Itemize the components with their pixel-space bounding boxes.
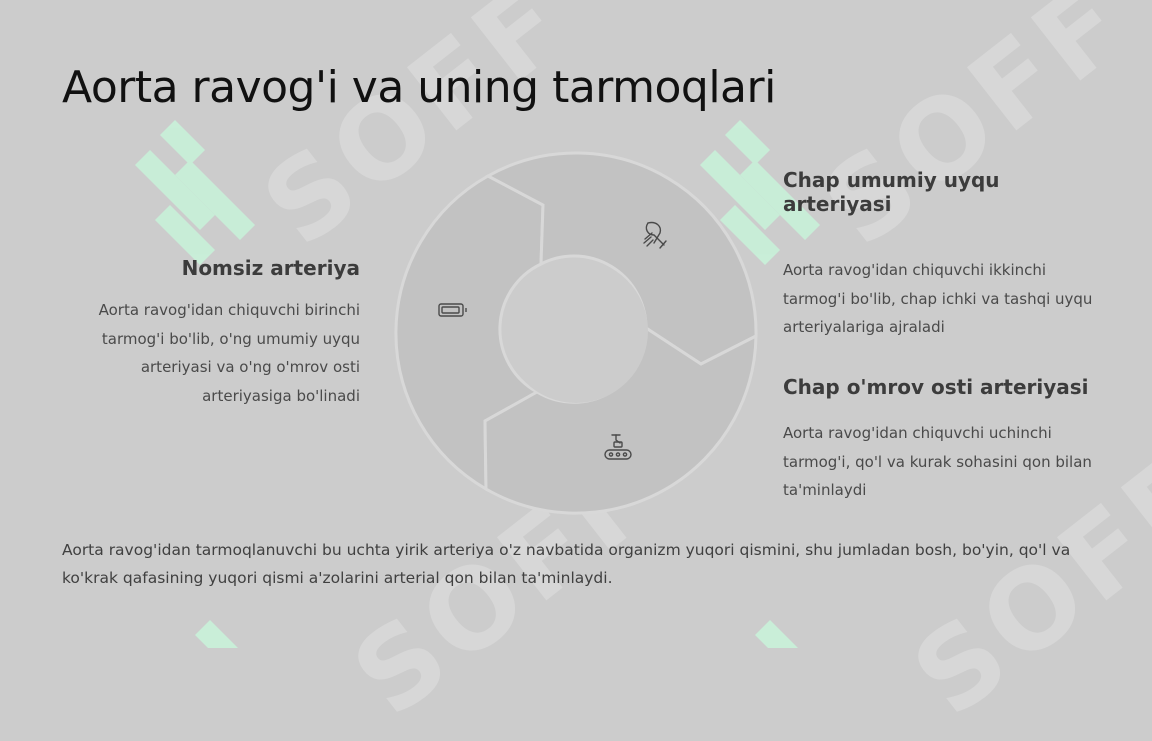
right-top-item-text: Aorta ravog'idan chiquvchi ikkinchi tarm… xyxy=(783,261,1093,336)
right-top-item: Chap umumiy uyqu arteriyasi Aorta ravog'… xyxy=(783,168,1093,342)
scarf-icon xyxy=(643,221,667,249)
segment-left xyxy=(394,174,545,492)
right-top-item-heading: Chap umumiy uyqu arteriyasi xyxy=(783,168,1000,216)
battery-icon xyxy=(438,303,467,317)
right-bottom-item-heading: Chap o'mrov osti arteriyasi xyxy=(783,375,1089,399)
cycle-diagram xyxy=(394,151,758,515)
conveyor-robot-icon xyxy=(604,434,632,460)
left-item-heading: Nomsiz arteriya xyxy=(181,256,360,280)
segment-top-right xyxy=(484,151,758,366)
summary-text: Aorta ravog'idan tarmoqlanuvchi bu uchta… xyxy=(62,541,1071,587)
right-bottom-item-text: Aorta ravog'idan chiquvchi uchinchi tarm… xyxy=(783,424,1092,499)
ring-segments xyxy=(394,151,758,515)
left-item-text: Aorta ravog'idan chiquvchi birinchi tarm… xyxy=(98,301,360,405)
ring-center xyxy=(504,259,648,403)
left-item: Nomsiz arteriya Aorta ravog'idan chiquvc… xyxy=(62,256,360,410)
right-bottom-item: Chap o'mrov osti arteriyasi Aorta ravog'… xyxy=(783,375,1093,505)
page-title: Aorta ravog'i va uning tarmoqlari xyxy=(62,62,776,113)
